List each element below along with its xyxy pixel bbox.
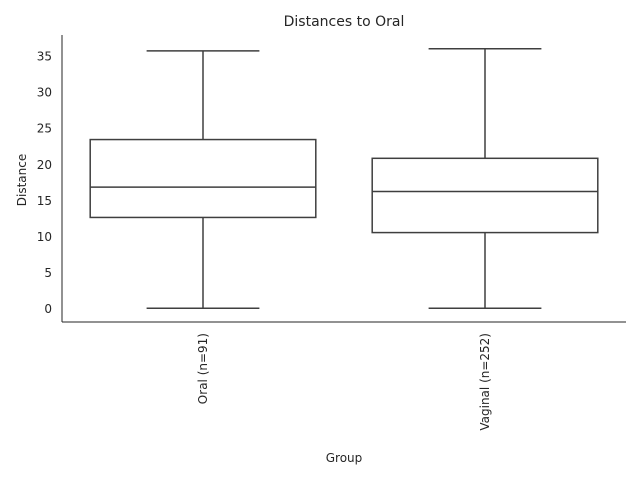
chart-title: Distances to Oral: [284, 14, 405, 30]
y-tick-label: 25: [37, 122, 52, 136]
y-tick-label: 20: [37, 158, 52, 172]
iqr-box: [89, 138, 317, 219]
y-axis-label: Distance: [15, 154, 29, 206]
y-tick-label: 10: [37, 230, 52, 244]
y-tick-label: 35: [37, 50, 52, 64]
box-2: [371, 47, 599, 310]
y-tick-label: 5: [44, 266, 52, 280]
x-tick-labels: Oral (n=91) Vaginal (n=252): [196, 333, 492, 431]
x-tick-label: Vaginal (n=252): [478, 333, 492, 431]
y-tick-labels: 0 5 10 15 20 25 30 35: [37, 50, 52, 316]
iqr-box: [371, 157, 599, 234]
boxes-group: [89, 47, 599, 310]
y-tick-label: 30: [37, 86, 52, 100]
x-axis-label: Group: [326, 451, 363, 465]
y-tick-label: 0: [44, 302, 52, 316]
box-1: [89, 50, 317, 310]
y-tick-label: 15: [37, 194, 52, 208]
x-tick-label: Oral (n=91): [196, 333, 210, 404]
